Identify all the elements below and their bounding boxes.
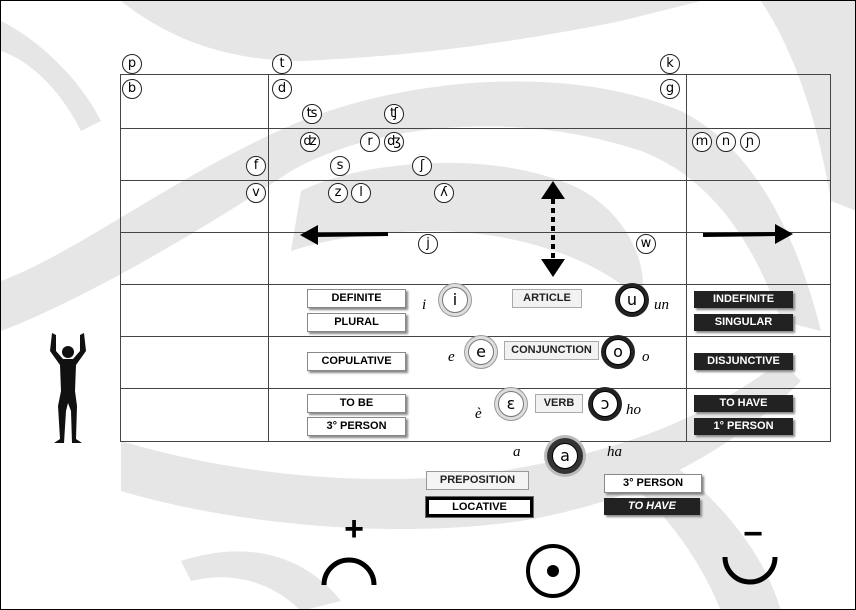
label-to-have-2: TO HAVE — [604, 498, 700, 515]
consonant-t: t — [272, 54, 292, 74]
consonant-m: m — [692, 132, 712, 152]
vowel-open-o: ɔ — [592, 391, 618, 417]
consonant-s: s — [330, 156, 350, 176]
consonant-d: d — [272, 79, 292, 99]
word-e: e — [448, 349, 455, 365]
vowel-u: u — [619, 287, 645, 313]
word-e-grave: è — [475, 406, 482, 422]
label-definite: DEFINITE — [307, 289, 406, 308]
label-disjunctive: DISJUNCTIVE — [694, 353, 793, 370]
label-to-have: TO HAVE — [694, 395, 793, 412]
consonant-ts: ʦ — [302, 104, 322, 124]
consonant-f: f — [246, 156, 266, 176]
minus-sign: − — [743, 515, 763, 553]
label-copulative: COPULATIVE — [307, 352, 406, 371]
consonant-r: r — [360, 132, 380, 152]
arch-up-icon — [321, 557, 377, 586]
label-verb: VERB — [535, 394, 583, 413]
label-indefinite: INDEFINITE — [694, 291, 793, 308]
label-to-be: TO BE — [307, 394, 406, 413]
consonant-z: z — [328, 183, 348, 203]
vowel-open-e: ɛ — [498, 391, 524, 417]
consonant-v: v — [246, 183, 266, 203]
consonant-n: n — [716, 132, 736, 152]
consonant-lj: ʎ — [434, 183, 454, 203]
label-3-person-2: 3° PERSON — [604, 474, 702, 493]
label-article: ARTICLE — [512, 289, 582, 308]
label-1-person: 1° PERSON — [694, 418, 793, 435]
arch-down-icon — [722, 556, 778, 585]
human-figure-icon — [50, 333, 86, 443]
label-conjunction: CONJUNCTION — [504, 341, 599, 360]
word-un: un — [654, 297, 669, 313]
label-singular: SINGULAR — [694, 314, 793, 331]
vowel-a: a — [552, 443, 578, 469]
plus-sign: + — [344, 510, 364, 548]
label-plural: PLURAL — [307, 313, 406, 332]
consonant-g: g — [660, 79, 680, 99]
consonant-l: l — [351, 183, 371, 203]
consonant-tsh: ʧ — [384, 104, 404, 124]
label-locative: LOCATIVE — [425, 496, 534, 518]
arrow-updown-icon — [541, 181, 565, 277]
word-o: o — [642, 349, 650, 365]
consonant-w: w — [636, 234, 656, 254]
word-i: i — [422, 297, 427, 313]
arrow-left-icon — [300, 225, 389, 245]
consonant-j: j — [418, 234, 438, 254]
consonant-nj: ɲ — [740, 132, 760, 152]
circle-dot-icon — [526, 544, 580, 598]
arrow-right-icon — [702, 224, 793, 244]
vowel-i: i — [442, 287, 468, 313]
consonant-dz: ʣ — [300, 132, 320, 152]
vowel-o: o — [605, 339, 631, 365]
consonant-sh: ʃ — [412, 156, 432, 176]
word-ho: ho — [626, 402, 641, 418]
word-a: a — [513, 444, 521, 460]
consonant-b: b — [122, 79, 142, 99]
label-3-person: 3° PERSON — [307, 417, 406, 436]
label-preposition: PREPOSITION — [426, 471, 529, 490]
vowel-e: e — [468, 339, 494, 365]
consonant-k: k — [660, 54, 680, 74]
consonant-p: p — [122, 54, 142, 74]
consonant-dzh: ʤ — [384, 132, 404, 152]
word-ha: ha — [607, 444, 622, 460]
